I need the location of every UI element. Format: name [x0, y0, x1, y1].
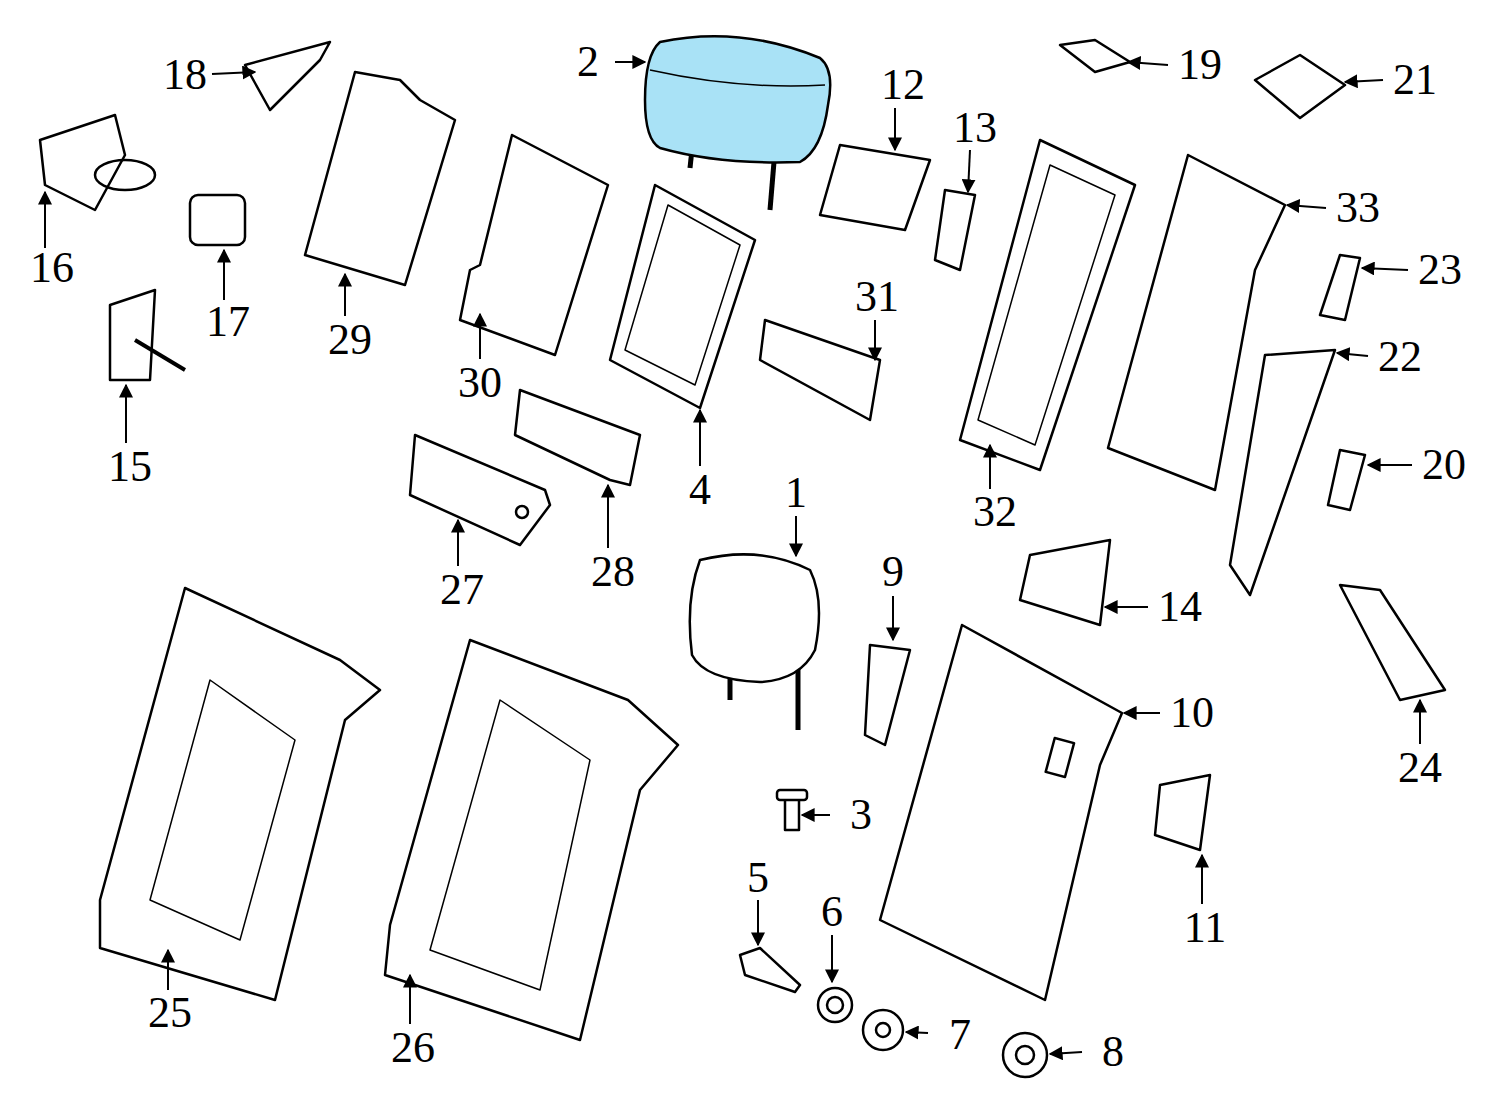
leader-arrow: [894, 108, 896, 150]
leader-arrow: [1201, 855, 1203, 904]
callout-number: 29: [328, 318, 372, 362]
callout-number: 6: [821, 890, 843, 934]
leader-arrow: [44, 192, 46, 248]
callout-number: 20: [1422, 443, 1466, 487]
leader-arrow: [1419, 700, 1421, 744]
leader-arrow: [212, 72, 255, 74]
callout-number: 25: [148, 991, 192, 1035]
callout-number: 27: [440, 568, 484, 612]
leader-arrow: [989, 445, 991, 489]
leader-arrow: [1362, 268, 1408, 270]
callout-number: 10: [1170, 691, 1214, 735]
leader-arrow: [615, 61, 645, 63]
leader-arrow: [344, 274, 346, 316]
leader-arrow: [968, 150, 970, 192]
callout-number: 9: [882, 550, 904, 594]
callout-number: 3: [850, 793, 872, 837]
callout-number: 21: [1393, 58, 1437, 102]
leader-arrow: [757, 900, 759, 945]
callout-number: 32: [973, 490, 1017, 534]
leader-arrow: [167, 950, 169, 990]
callout-number: 28: [591, 550, 635, 594]
leader-arrow: [1124, 712, 1160, 714]
leader-arrow: [1368, 464, 1412, 466]
callout-number: 23: [1418, 248, 1462, 292]
callout-number: 31: [855, 275, 899, 319]
leader-arrow: [699, 410, 701, 466]
callout-number: 18: [163, 53, 207, 97]
callout-number: 22: [1378, 335, 1422, 379]
leader-arrow: [906, 1032, 928, 1033]
callout-number: 19: [1178, 43, 1222, 87]
leader-arrow: [892, 596, 894, 640]
callout-number: 2: [577, 40, 599, 84]
leader-arrow: [1050, 1052, 1082, 1054]
leader-arrow: [1128, 62, 1168, 65]
leader-arrow: [607, 485, 609, 548]
callout-number: 15: [108, 445, 152, 489]
callout-number: 1: [785, 471, 807, 515]
callout-number: 14: [1158, 585, 1202, 629]
callout-number: 26: [391, 1026, 435, 1070]
callout-number: 5: [747, 856, 769, 900]
leader-arrow: [802, 814, 830, 816]
leader-arrow: [479, 314, 481, 359]
leader-arrow: [1287, 205, 1326, 208]
callout-number: 7: [949, 1013, 971, 1057]
leader-arrow: [409, 975, 411, 1024]
leader-arrow: [831, 935, 833, 982]
leader-arrow: [1345, 80, 1383, 82]
leader-arrow: [457, 520, 459, 566]
callout-number: 4: [689, 468, 711, 512]
leader-arrow: [223, 250, 225, 300]
callout-number: 12: [881, 63, 925, 107]
callout-number: 8: [1102, 1030, 1124, 1074]
leader-arrow: [874, 320, 876, 360]
callout-number: 33: [1336, 186, 1380, 230]
callout-number: 24: [1398, 746, 1442, 790]
leader-arrow: [125, 385, 127, 443]
callout-number: 30: [458, 361, 502, 405]
callout-number: 13: [953, 106, 997, 150]
leader-arrow: [1337, 353, 1368, 356]
callout-number: 17: [206, 300, 250, 344]
callout-number: 16: [30, 246, 74, 290]
leader-arrow: [795, 516, 797, 556]
callout-number: 11: [1184, 906, 1226, 950]
leader-arrow: [1105, 606, 1148, 608]
